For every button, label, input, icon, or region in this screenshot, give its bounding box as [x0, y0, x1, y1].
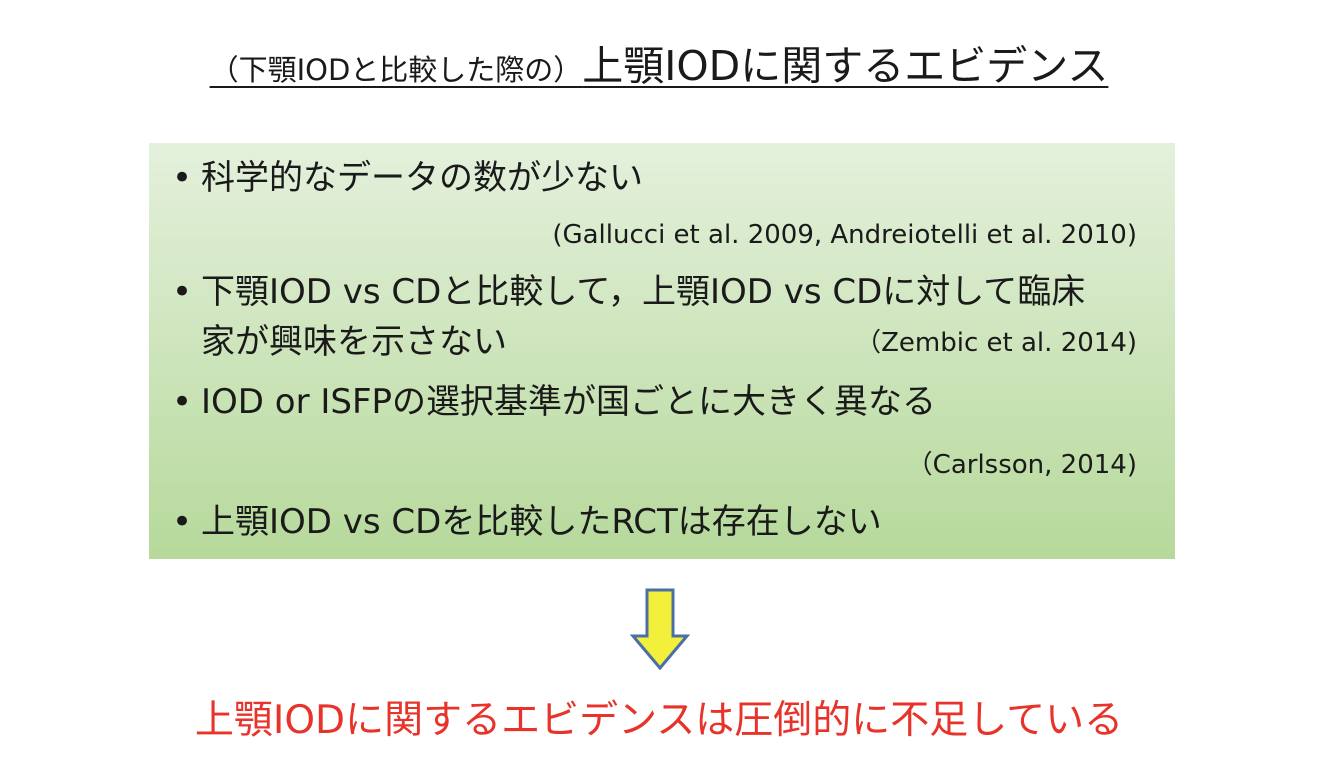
citation: （Carlsson, 2014) [906, 450, 1137, 480]
title-main: 上顎IODに関するエビデンス [582, 42, 1109, 90]
bullet-dot: • [171, 502, 193, 542]
bullet-text: 上顎IOD vs CDを比較したRCTは存在しない [201, 502, 882, 542]
bullet-dot: • [171, 382, 193, 422]
bullet-dot: • [171, 158, 193, 198]
bullet-dot: • [171, 272, 193, 312]
conclusion-text: 上顎IODに関するエビデンスは圧倒的に不足している [194, 698, 1124, 743]
bullet-text: 科学的なデータの数が少ない [201, 158, 643, 198]
bullet-text: IOD or ISFPの選択基準が国ごとに大きく異なる [201, 382, 937, 422]
citation: (Gallucci et al. 2009, Andreiotelli et a… [552, 220, 1137, 250]
bullet-text-line1: 下顎IOD vs CDと比較して，上顎IOD vs CDに対して臨床 [201, 272, 1086, 312]
title-prefix: （下顎IODと比較した際の） [209, 53, 583, 87]
arrow-down-icon [629, 588, 691, 672]
bullet-text-line2: 家が興味を示さない [201, 322, 507, 362]
citation: （Zembic et al. 2014) [855, 328, 1137, 358]
slide-title: （下顎IODと比較した際の）上顎IODに関するエビデンス [0, 32, 1318, 92]
title-underlined: （下顎IODと比較した際の）上顎IODに関するエビデンス [210, 32, 1109, 92]
evidence-panel: • 科学的なデータの数が少ない (Gallucci et al. 2009, A… [149, 143, 1175, 559]
